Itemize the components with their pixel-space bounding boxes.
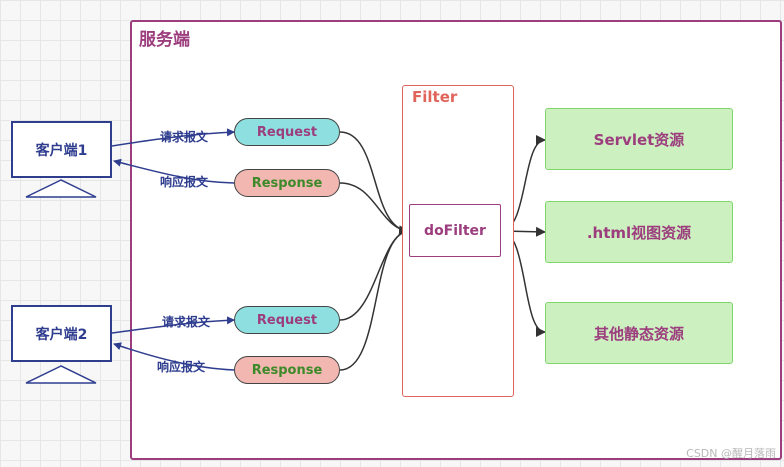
server-title: 服务端 [139, 30, 190, 50]
client2-request-text: 请求报文 [162, 315, 211, 329]
static-resource-box: 其他静态资源 [545, 302, 733, 364]
client1-label: 客户端1 [35, 142, 88, 159]
watermark: CSDN @醒月落雨 [686, 447, 776, 460]
client2-request-line [111, 316, 235, 334]
client2-response-text: 响应报文 [157, 360, 206, 374]
response-pill-label: Response [251, 362, 323, 378]
client2-response-line [113, 342, 235, 371]
client2-response-pill: Response [234, 356, 340, 384]
request-pill-label: Request [256, 124, 318, 140]
client2-request-pill: Request [234, 306, 340, 334]
client1-request-text: 请求报文 [160, 130, 209, 144]
html-resource-box: .html视图资源 [545, 201, 733, 263]
html-resource-label: .html视图资源 [586, 223, 692, 242]
client1-response-pill: Response [234, 169, 340, 197]
client1-response-line [113, 158, 235, 184]
response-pill-label: Response [251, 175, 323, 191]
client2-monitor-stand [25, 365, 97, 384]
response1-to-filter-line [339, 182, 409, 232]
request-pill-label: Request [256, 312, 318, 328]
client1-response-text: 响应报文 [160, 175, 209, 189]
response2-to-filter-line [339, 230, 409, 371]
static-resource-label: 其他静态资源 [593, 324, 684, 343]
servlet-resource-label: Servlet资源 [593, 130, 685, 149]
dofilter-label: doFilter [424, 222, 486, 239]
dofilter-box: doFilter [409, 204, 501, 257]
client1-request-pill: Request [234, 118, 340, 146]
client2-label: 客户端2 [35, 326, 88, 343]
client2-monitor: 客户端2 [11, 305, 112, 362]
servlet-resource-box: Servlet资源 [545, 108, 733, 170]
client1-monitor: 客户端1 [11, 121, 112, 178]
filter-title: Filter [412, 88, 458, 106]
client1-monitor-stand [25, 179, 97, 198]
request1-to-filter-line [339, 131, 409, 236]
client1-request-line [111, 128, 235, 147]
